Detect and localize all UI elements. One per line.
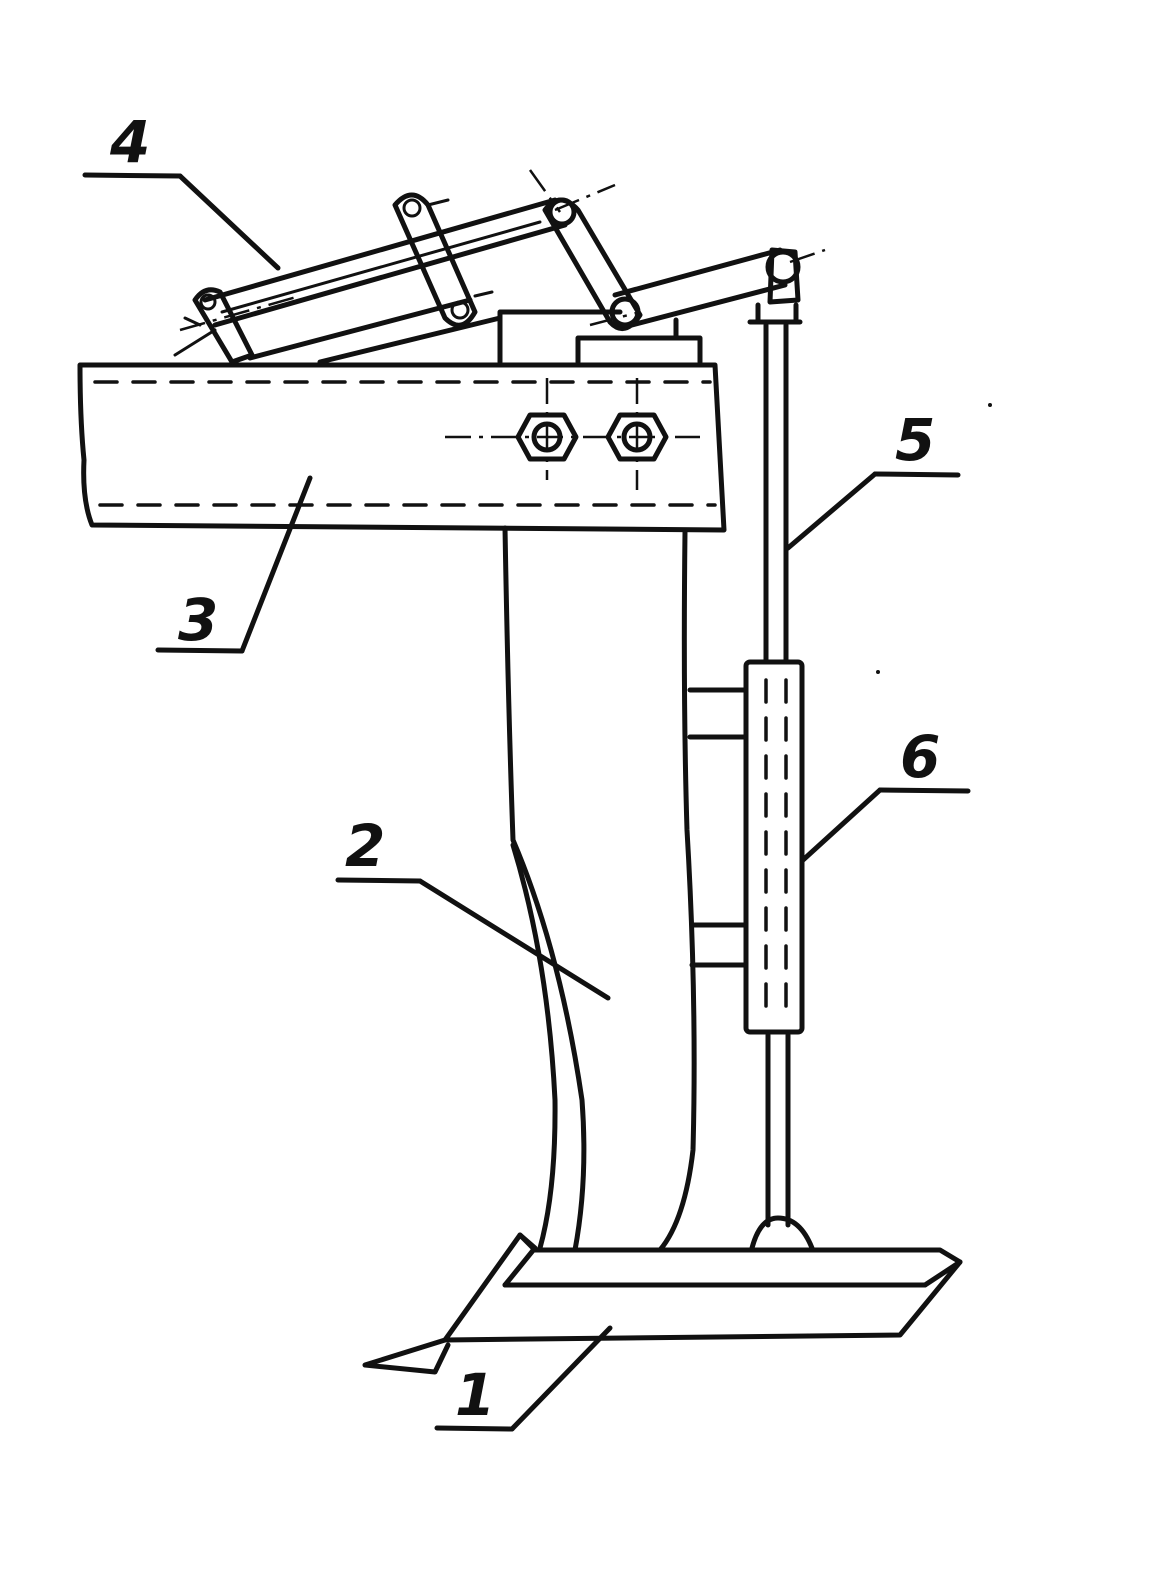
callout-1: 1 <box>455 1361 495 1429</box>
bolt-right <box>605 412 669 462</box>
mounting-blocks <box>497 309 703 365</box>
callout-labels: 4 5 3 6 2 1 <box>109 108 940 1429</box>
speck <box>876 670 880 674</box>
shank <box>502 525 697 1253</box>
callout-2: 2 <box>345 812 385 880</box>
share-blade <box>362 1232 963 1375</box>
callout-4: 4 <box>109 108 150 176</box>
rod <box>747 302 803 663</box>
callout-5: 5 <box>895 406 935 474</box>
frame-beam <box>77 362 727 533</box>
bolt-left <box>515 412 579 462</box>
link-mechanism <box>173 169 826 365</box>
speck <box>988 403 992 407</box>
cylinder <box>687 659 815 1251</box>
callout-3: 3 <box>178 586 218 654</box>
leader-lines <box>82 172 971 1432</box>
callout-6: 6 <box>900 723 940 791</box>
